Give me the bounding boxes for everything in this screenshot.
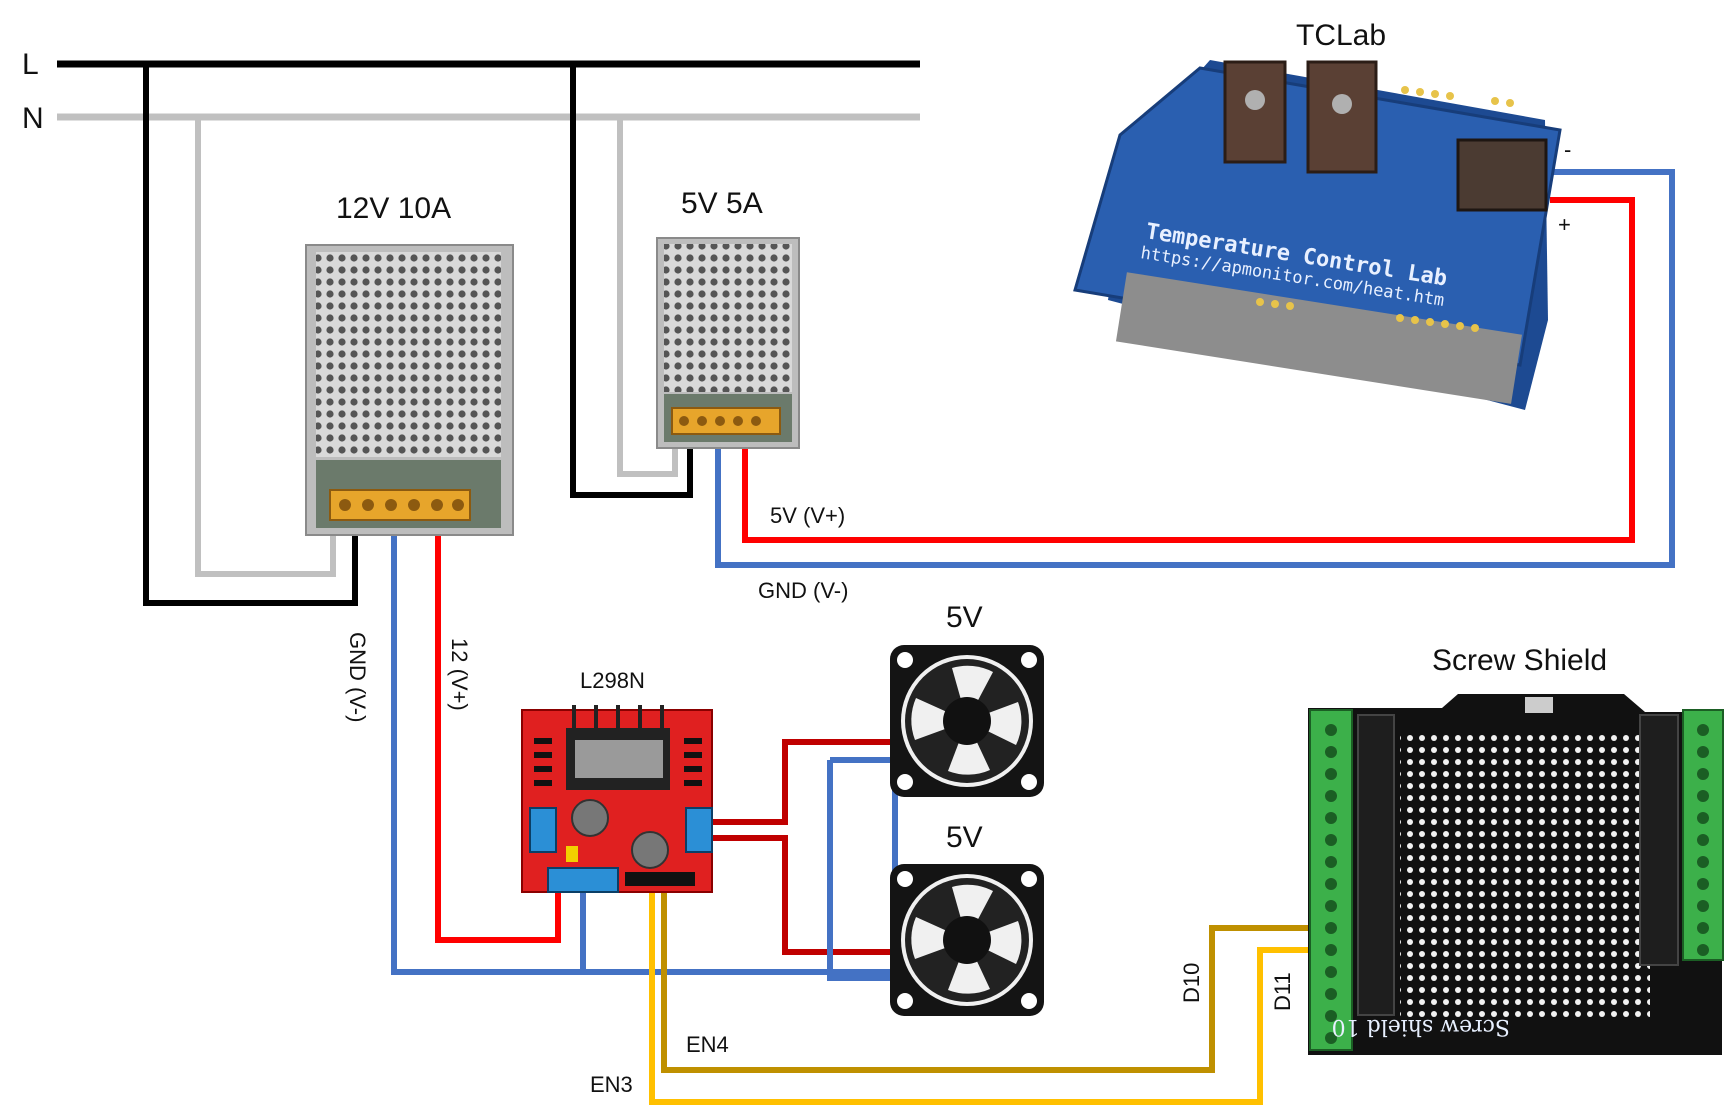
- label-en4: EN4: [686, 1032, 729, 1057]
- fan-2-label: 5V: [946, 821, 983, 854]
- label-12v-positive: 12 (V+): [447, 638, 472, 711]
- driver-title: L298N: [580, 668, 645, 693]
- neutral-label: N: [22, 102, 44, 135]
- neutral-feed-12v: [195, 117, 336, 577]
- wire-5v-ground: [715, 169, 1675, 568]
- power-supply-12v: [305, 244, 514, 536]
- supply-12v-title: 12V 10A: [336, 192, 451, 225]
- shield-board-text: Screw shield 10: [1332, 1014, 1510, 1039]
- label-d11: D11: [1270, 972, 1295, 1011]
- wire-en3: [649, 892, 1312, 1105]
- live-feed-5v: [570, 64, 693, 498]
- label-d10: D10: [1179, 963, 1204, 1003]
- fan-1: [890, 645, 1044, 797]
- label-5v-ground: GND (V-): [758, 578, 848, 603]
- wire-5v-positive: [742, 197, 1635, 543]
- tclab-title: TCLab: [1296, 19, 1386, 52]
- fan-1-label: 5V: [946, 601, 983, 634]
- wire-en4: [661, 892, 1312, 1073]
- power-supply-5v: [656, 237, 800, 449]
- label-5v-positive: 5V (V+): [770, 503, 845, 528]
- screw-shield: Screw shield 10: [1308, 694, 1724, 1055]
- tclab-plus-label: +: [1558, 212, 1571, 237]
- l298n-driver: [521, 705, 713, 893]
- wire-12v-positive: [435, 525, 561, 943]
- neutral-feed-5v: [617, 117, 678, 477]
- fan-2: [890, 864, 1044, 1016]
- label-12v-ground: GND (V-): [345, 632, 370, 722]
- wire-fan1-positive: [712, 739, 890, 825]
- label-en3: EN3: [590, 1072, 633, 1097]
- tclab-minus-label: -: [1564, 137, 1571, 162]
- supply-5v-title: 5V 5A: [681, 187, 763, 220]
- wire-fan2-positive: [712, 835, 890, 955]
- tclab-board: Temperature Control Lab https://apmonito…: [1073, 60, 1562, 410]
- live-feed-12v: [143, 64, 358, 606]
- live-label: L: [22, 48, 39, 81]
- shield-title: Screw Shield: [1432, 644, 1607, 677]
